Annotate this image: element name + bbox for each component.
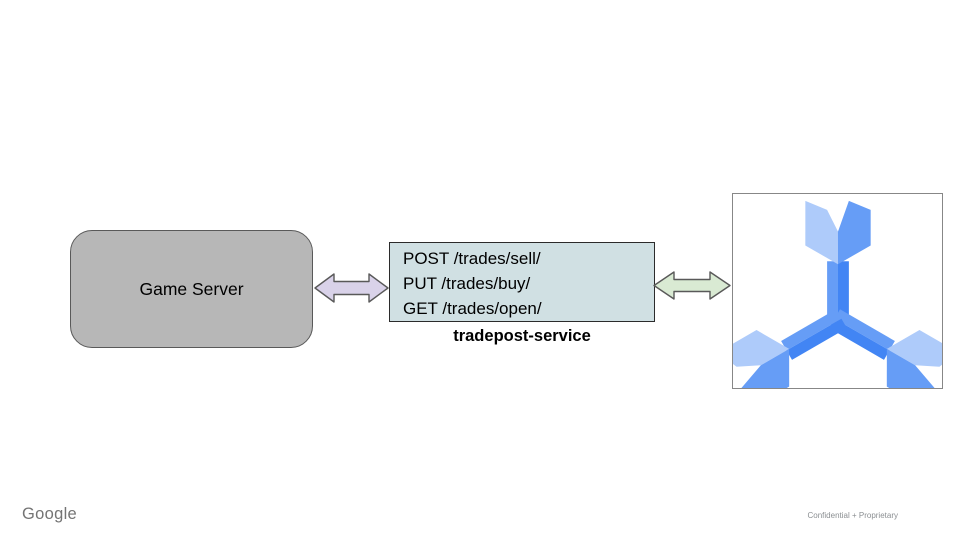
left-bidirectional-arrow-icon: [314, 273, 389, 303]
confidentiality-note: Confidential + Proprietary: [807, 511, 899, 520]
google-logo: Google: [22, 505, 78, 523]
cloud-spanner-icon: [733, 200, 942, 388]
endpoint-post: POST /trades/sell/: [403, 249, 541, 268]
spanner-frame: [732, 193, 943, 389]
left-arrow-shape: [314, 273, 389, 303]
service-name-label: tradepost-service: [453, 327, 591, 345]
game-server-label: Game Server: [139, 278, 244, 299]
api-endpoints-box: POST /trades/sell/ PUT /trades/buy/ GET …: [389, 242, 655, 322]
game-server-box: Game Server: [70, 230, 313, 348]
right-arrow-shape: [653, 271, 731, 300]
endpoint-get: GET /trades/open/: [403, 299, 542, 318]
endpoint-put: PUT /trades/buy/: [403, 274, 531, 293]
right-bidirectional-arrow-icon: [653, 271, 731, 300]
